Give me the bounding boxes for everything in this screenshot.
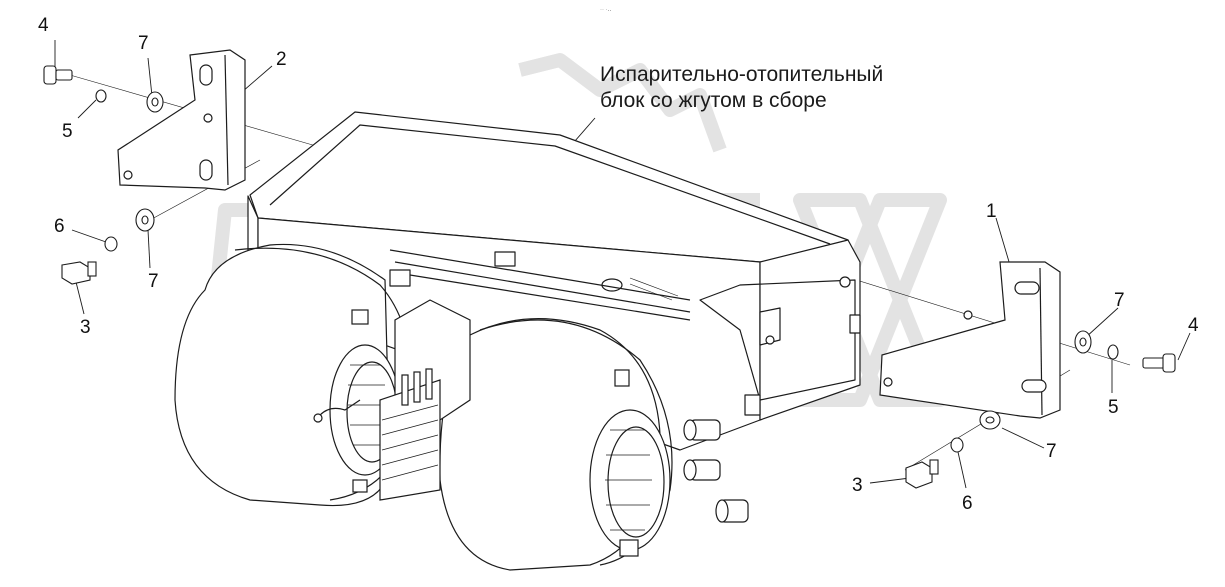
bracket-right <box>879 261 1061 419</box>
callout-3-left: 3 <box>80 317 91 338</box>
fasteners-right <box>905 330 1176 489</box>
blower-housing-left <box>174 243 413 507</box>
callout-3-right: 3 <box>852 475 863 496</box>
bracket-left <box>117 49 246 191</box>
caption-line-2: блок со жгутом в сборе <box>600 89 827 112</box>
callout-4-right: 4 <box>1188 315 1199 336</box>
callout-7-bottom-right: 7 <box>1046 441 1057 462</box>
assembly-caption: Испарительно-отопительный блок со жгутом… <box>600 62 883 114</box>
callout-6-left: 6 <box>54 216 65 237</box>
callout-2: 2 <box>276 49 287 70</box>
callout-1: 1 <box>986 201 997 222</box>
top-mark: ·· ·‥ <box>600 7 612 13</box>
callout-6-right: 6 <box>962 493 973 514</box>
fasteners-left <box>43 65 164 285</box>
callout-7-mid-left: 7 <box>148 271 159 292</box>
blower-housing-right <box>439 318 673 571</box>
callout-5-left: 5 <box>62 121 73 142</box>
callout-5-right: 5 <box>1108 397 1119 418</box>
callout-7-right: 7 <box>1114 290 1125 311</box>
callout-4-left: 4 <box>38 15 49 36</box>
pipe-fittings <box>683 394 761 523</box>
callout-7-top-left: 7 <box>138 33 149 54</box>
caption-line-1: Испарительно-отопительный <box>600 63 884 86</box>
motor-relay-block <box>313 299 471 501</box>
